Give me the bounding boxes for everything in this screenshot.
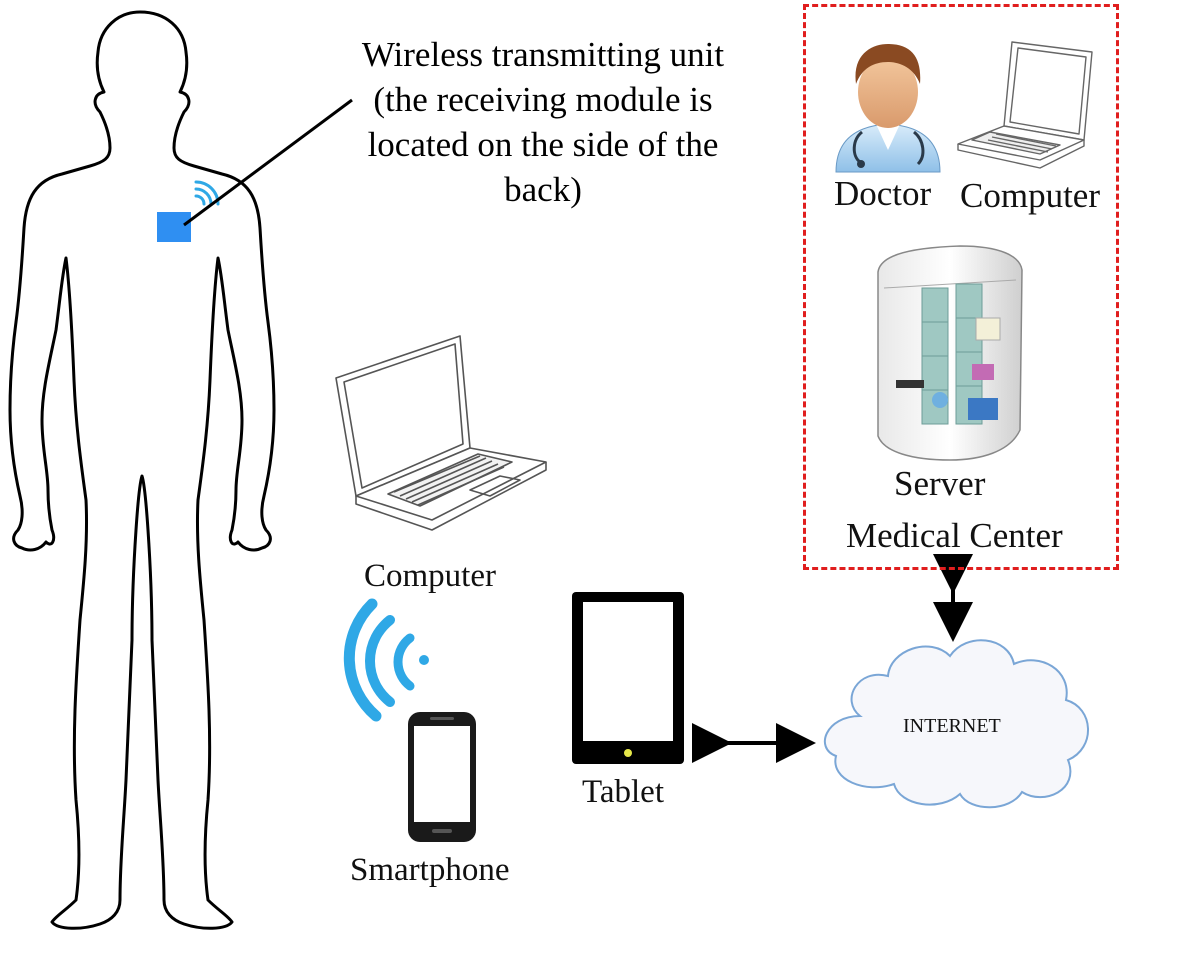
human-body-outline [8, 10, 276, 930]
wifi-signal-icon [343, 598, 429, 722]
doctor-icon [835, 44, 941, 173]
server-label: Server [894, 464, 986, 503]
annotation-line-1: Wireless transmitting unit [361, 35, 725, 74]
smartphone-icon [408, 712, 476, 842]
medical-computer-label: Computer [960, 176, 1100, 215]
tablet-label: Tablet [582, 774, 664, 810]
internet-label: INTERNET [903, 715, 1001, 737]
laptop-icon [335, 335, 547, 531]
computer-label: Computer [364, 558, 496, 594]
tablet-icon [572, 592, 684, 764]
doctor-label: Doctor [834, 174, 932, 213]
server-icon [877, 245, 1023, 461]
internet-cloud-icon [824, 639, 1089, 809]
chest-sensor-icon [157, 212, 191, 242]
smartphone-label: Smartphone [350, 852, 510, 888]
medical-center-label: Medical Center [846, 516, 1063, 555]
medical-computer-icon [957, 41, 1093, 169]
annotation-leader-line [183, 98, 353, 227]
annotation-line-3: located on the side of the [367, 125, 719, 164]
annotation-line-2: (the receiving module is [373, 80, 713, 119]
wireless-unit-annotation: Wireless transmitting unit (the receivin… [328, 32, 758, 212]
medical-center-frame [803, 4, 1119, 570]
annotation-line-4: back) [504, 170, 582, 209]
